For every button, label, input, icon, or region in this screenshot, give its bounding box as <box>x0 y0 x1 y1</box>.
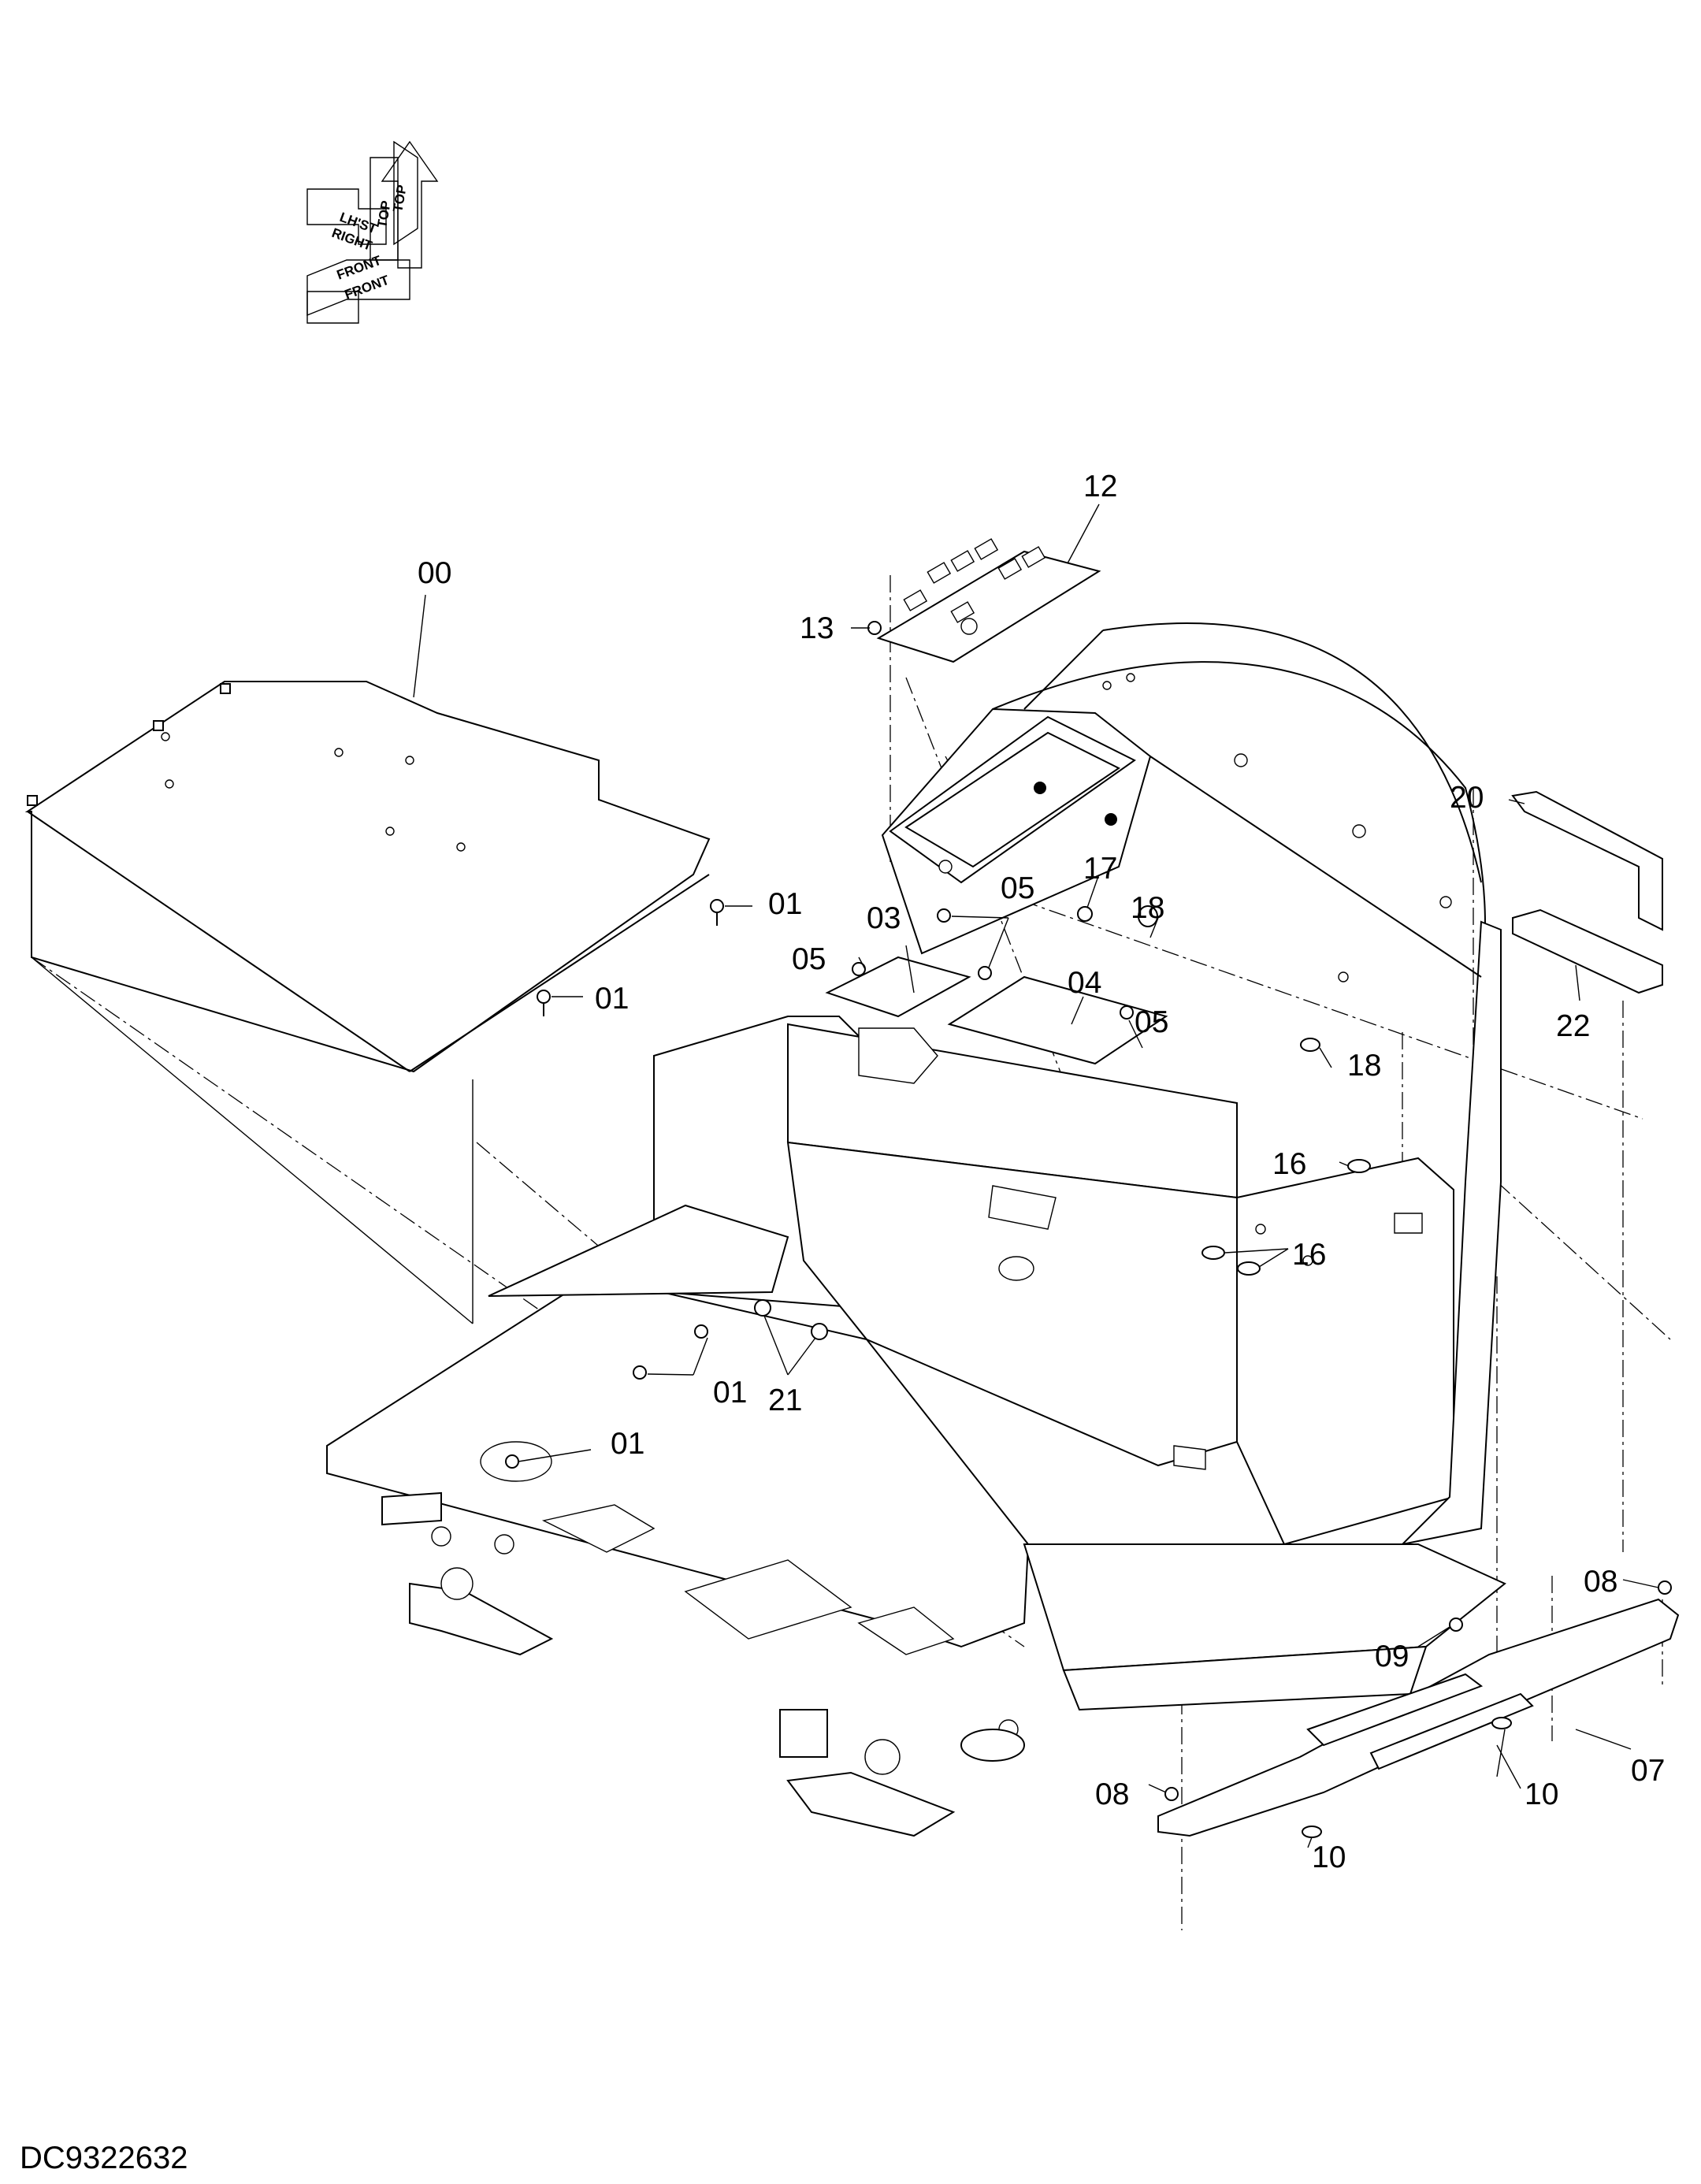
bracket-and-strip <box>1511 790 1663 994</box>
hardware-fasteners <box>505 621 1672 1838</box>
callout-08-a: 08 <box>1584 1565 1617 1599</box>
callout-04: 04 <box>1068 966 1101 1000</box>
callout-22: 22 <box>1556 1009 1590 1043</box>
callout-18-a: 18 <box>1131 891 1164 925</box>
callout-13: 13 <box>800 611 834 645</box>
callout-01-d: 01 <box>611 1427 644 1461</box>
step-plate-assembly <box>1157 1598 1680 1837</box>
callout-00: 00 <box>418 556 451 590</box>
callout-16-b: 16 <box>1292 1238 1326 1272</box>
callout-12: 12 <box>1083 470 1117 503</box>
cab-base-console <box>653 622 1502 1546</box>
callout-01-c: 01 <box>713 1376 747 1410</box>
lower-frame <box>326 1204 1506 1837</box>
callout-03: 03 <box>867 901 901 935</box>
callout-21: 21 <box>768 1384 802 1417</box>
floor-mat-panel <box>24 681 711 1324</box>
orientation-label-top-1: TOP <box>390 184 410 213</box>
callout-07: 07 <box>1631 1754 1665 1788</box>
leader-lines <box>413 503 1659 1848</box>
cover-plates <box>825 956 1168 1065</box>
callout-10-b: 10 <box>1312 1840 1346 1874</box>
callout-18-b: 18 <box>1347 1049 1381 1083</box>
callout-09: 09 <box>1375 1640 1409 1673</box>
callout-05-a: 05 <box>792 942 826 976</box>
orientation-indicator: TOP TOP LH'ST RIGHT FRONT FRONT <box>306 140 439 324</box>
callout-17: 17 <box>1083 852 1117 886</box>
callout-01-a: 01 <box>768 887 802 921</box>
callout-05-b: 05 <box>1001 871 1034 905</box>
drawing-id: DC9322632 <box>20 2141 188 2175</box>
callout-16-a: 16 <box>1272 1147 1306 1181</box>
callout-05-c: 05 <box>1135 1005 1168 1039</box>
callout-20: 20 <box>1450 781 1484 815</box>
callout-10-a: 10 <box>1525 1777 1558 1811</box>
switch-panel-plate <box>876 538 1101 663</box>
callout-01-b: 01 <box>595 982 629 1016</box>
callout-labels: 00 01 01 01 01 03 04 05 05 05 05 07 08 0… <box>418 470 1665 1874</box>
callout-08-b: 08 <box>1095 1777 1129 1811</box>
